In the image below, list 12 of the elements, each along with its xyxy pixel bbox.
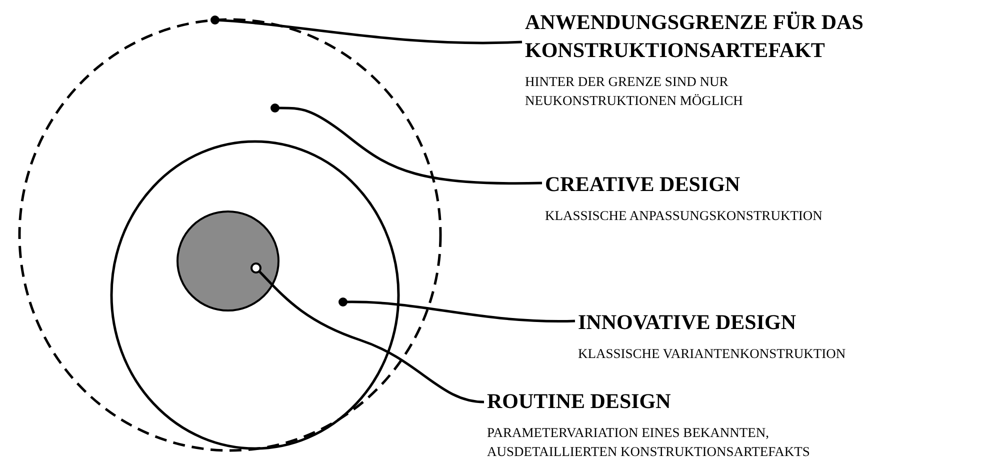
leader-line — [338, 298, 576, 322]
leader-line — [210, 16, 522, 44]
description: PARAMETERVARIATION EINES BEKANNTEN, AUSDETAILLIERTEN KONSTRUKTIONSARTEFAKTS — [487, 424, 811, 461]
heading: CREATIVE DESIGN — [545, 171, 742, 198]
description: HINTER DER GRENZE SIND NUR NEUKONSTRUKTIONEN MÖGLICH — [525, 73, 744, 110]
description: KLASSISCHE VARIANTENKONSTRUKTION — [578, 345, 847, 363]
leader-line — [270, 104, 542, 185]
leader-line — [250, 262, 484, 404]
heading: INNOVATIVE DESIGN — [578, 309, 798, 336]
heading: ROUTINE DESIGN — [487, 388, 672, 415]
description: KLASSISCHE ANPASSUNGSKONSTRUKTION — [545, 207, 824, 225]
heading: ANWENDUNGSGRENZE FÜR DAS KONSTRUKTIONSARTEFAKT — [525, 9, 864, 64]
